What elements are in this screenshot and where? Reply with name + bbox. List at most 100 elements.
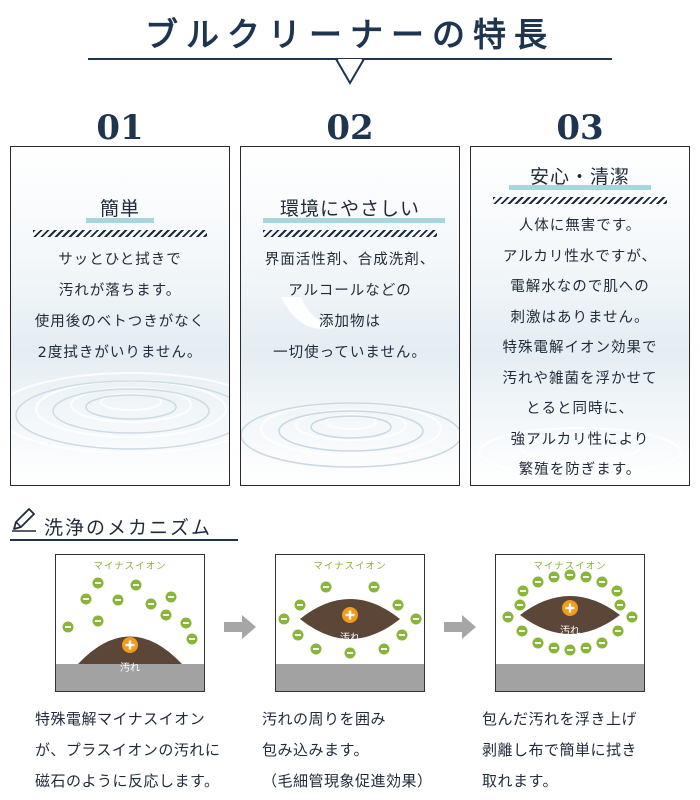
description-line: 汚れや雑菌を浮かせて: [502, 370, 658, 387]
dirt-diagram-3: [502, 569, 638, 656]
description-line: 刺激はありません。: [510, 309, 650, 326]
minus-ion-icon: [532, 576, 544, 588]
minus-ion-icon: [564, 644, 576, 656]
feature-title: 安心・清潔: [529, 166, 630, 188]
dirt-label: 汚れ: [120, 663, 140, 674]
description-line: 使用後のベトつきがなく: [34, 314, 206, 330]
minus-ion-icon: [80, 593, 92, 605]
description-line: 一切使っていません。: [273, 345, 427, 361]
description-line: 磁石のように反応します。: [35, 772, 220, 790]
minus-ion-icon: [294, 599, 306, 611]
minus-ion-icon: [378, 643, 390, 655]
minus-ion-icon: [62, 621, 74, 633]
dirt-diagram-2: [278, 581, 422, 659]
minus-ion-icon: [596, 576, 608, 588]
description-line: 包み込みます。: [262, 741, 370, 759]
mechanism-panel-3: マイナスイオン 汚れ: [495, 554, 645, 692]
minus-ion-icon: [344, 647, 356, 659]
feature-title: 環境にやさしい: [279, 198, 420, 220]
feature-description: サッとひと拭きで 汚れが落ちます。 使用後のベトつきがなく 2度拭きがいりません…: [11, 245, 229, 369]
minus-ion-icon: [514, 599, 526, 611]
arrow-right-icon: [224, 615, 256, 639]
feature-description: 界面活性剤、合成洗剤、 アルコールなどの 添加物は 一切使っていません。: [241, 245, 459, 369]
feature-card-2: 環境にやさしい 界面活性剤、合成洗剤、 アルコールなどの 添加物は 一切使ってい…: [240, 146, 460, 486]
feature-number-2: 02: [326, 108, 374, 148]
plus-ion-icon: [122, 637, 138, 653]
description-line: （毛細管現象促進効果）: [262, 772, 433, 790]
feature-number-3: 03: [556, 108, 604, 148]
minus-ion-icon: [368, 581, 380, 593]
description-line: 添加物は: [319, 314, 381, 330]
minus-ion-icon: [611, 585, 623, 597]
minus-ion-icon: [614, 599, 626, 611]
minus-ion-icon: [580, 642, 592, 654]
description-line: 2度拭きがいりません。: [37, 345, 203, 361]
water-ripple-image: [11, 372, 229, 454]
title-underline: [86, 218, 154, 223]
step-description-3: 包んだ汚れを浮き上げ 剥離し布で簡単に拭き 取れます。: [482, 704, 682, 797]
pencil-icon: [12, 508, 36, 532]
feature-title: 簡単: [99, 198, 140, 220]
floor-surface: [276, 664, 424, 691]
feature-card-1: 簡単 サッとひと拭きで 汚れが落ちます。 使用後のベトつきがなく 2度拭きがいり…: [10, 146, 230, 486]
minus-ion-label: マイナスイオン: [533, 561, 607, 572]
minus-ion-icon: [612, 625, 624, 637]
minus-ion-icon: [130, 579, 142, 591]
description-line: 取れます。: [482, 772, 559, 790]
minus-ion-icon: [580, 571, 592, 583]
minus-ion-icon: [292, 629, 304, 641]
minus-ion-icon: [516, 625, 528, 637]
description-line: 汚れの周りを囲み: [262, 710, 387, 728]
minus-ion-label: マイナスイオン: [93, 561, 167, 572]
mechanism-panel-2: マイナスイオン 汚れ: [275, 554, 425, 692]
minus-ion-icon: [160, 609, 172, 621]
minus-ion-icon: [392, 599, 404, 611]
chevron-down-icon: [335, 59, 365, 85]
minus-ion-icon: [180, 617, 192, 629]
feature-number-1: 01: [96, 108, 144, 148]
minus-ion-group: [278, 581, 422, 659]
description-line: 包んだ汚れを浮き上げ: [482, 710, 638, 728]
minus-ion-icon: [112, 594, 124, 606]
minus-ion-icon: [548, 642, 560, 654]
dirt-label: 汚れ: [340, 633, 360, 644]
dirt-diagram-1: [62, 577, 198, 664]
minus-ion-icon: [320, 581, 332, 593]
arrow-right-icon: [444, 615, 476, 639]
description-line: 人体に無害です。: [518, 218, 642, 234]
minus-ion-icon: [310, 643, 322, 655]
water-image: [479, 427, 681, 477]
step-description-1: 特殊電解マイナスイオン が、プラスイオンの汚れに 磁石のように反応します。: [35, 704, 235, 797]
description-line: が、プラスイオンの汚れに: [35, 741, 221, 759]
minus-ion-icon: [517, 585, 529, 597]
description-line: アルコールなどの: [288, 283, 412, 299]
minus-ion-icon: [532, 637, 544, 649]
minus-ion-group: [502, 569, 638, 656]
minus-ion-icon: [92, 577, 104, 589]
minus-ion-icon: [145, 598, 157, 610]
plus-ion-icon: [342, 607, 358, 623]
description-line: サッとひと拭きで: [58, 252, 182, 268]
description-line: 剥離し布で簡単に拭き: [482, 741, 638, 759]
description-line: 特殊電解イオン効果で: [502, 340, 658, 356]
minus-ion-icon: [410, 613, 422, 625]
minus-ion-icon: [278, 613, 290, 625]
minus-ion-icon: [548, 571, 560, 583]
floor-surface: [496, 664, 644, 691]
hatch-divider: [33, 230, 207, 237]
minus-ion-icon: [564, 569, 576, 581]
minus-ion-icon: [165, 591, 177, 603]
mechanism-panel-1: マイナスイオン 汚れ: [55, 554, 205, 692]
water-drop-image: [241, 297, 459, 468]
minus-ion-icon: [596, 637, 608, 649]
minus-ion-icon: [92, 615, 104, 627]
hatch-divider: [263, 230, 437, 237]
hatch-divider: [493, 197, 667, 204]
minus-ion-icon: [186, 633, 198, 645]
minus-ion-icon: [396, 629, 408, 641]
feature-card-3: 安心・清潔 人体に無害です。 アルカリ性水ですが、 電解水なので肌への 刺激はあ…: [470, 146, 690, 486]
minus-ion-icon: [626, 611, 638, 623]
mechanism-divider: [10, 539, 238, 541]
description-line: 電解水なので肌への: [510, 279, 650, 295]
title-underline: [263, 218, 445, 223]
